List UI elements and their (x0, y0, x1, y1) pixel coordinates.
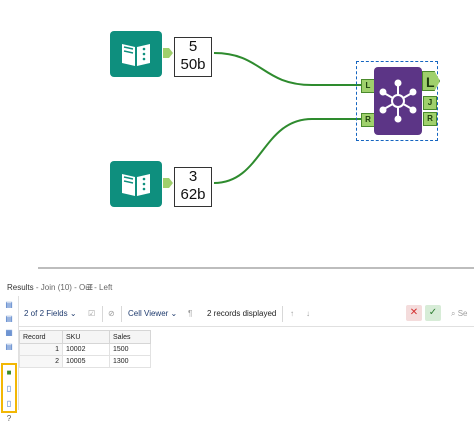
input2-size: 62b (180, 186, 206, 203)
check-icon[interactable]: ✓ (425, 305, 441, 321)
wire-input1-to-join-left (213, 52, 363, 86)
cell-sales[interactable]: 1500 (109, 343, 151, 356)
input1-record-badge: 5 50b (174, 37, 212, 77)
cell-record[interactable]: 1 (19, 343, 63, 356)
column-header-sales[interactable]: Sales (109, 330, 151, 344)
input-tool-2[interactable] (110, 161, 162, 207)
search-field[interactable]: ⌕ Se (451, 309, 468, 319)
results-context: - Join (10) - Out - Left (35, 283, 113, 292)
close-icon[interactable]: ✕ (406, 305, 422, 321)
pilcrow-icon[interactable]: ¶ (188, 309, 193, 318)
table-row[interactable]: 2 10005 1300 (19, 355, 151, 368)
output-left-anchor-icon[interactable]: ■ (6, 368, 12, 377)
join-selection-box (356, 61, 438, 141)
output-right-anchor-icon[interactable]: ▯ (6, 399, 12, 408)
results-header: Results - Join (10) - Out - Left (7, 283, 112, 292)
fields-dropdown-label: 2 of 2 Fields (24, 309, 68, 318)
list-view-icon[interactable]: ▤ (5, 314, 13, 323)
join-left-output-anchor[interactable]: L (422, 71, 440, 91)
connection-wires (213, 52, 363, 184)
results-header-icons: ☰ (86, 283, 93, 292)
join-right-output-anchor[interactable]: R (423, 112, 437, 126)
book-input-icon (122, 44, 150, 66)
cell-sku[interactable]: 10002 (62, 343, 110, 356)
input2-record-count: 3 (188, 168, 198, 185)
rail-divider (18, 296, 19, 410)
panel-splitter[interactable] (38, 267, 474, 269)
cell-record[interactable]: 2 (19, 355, 63, 368)
results-grid: Record SKU Sales 1 10002 1500 2 10005 13… (19, 330, 151, 368)
toolbar-separator (121, 306, 122, 322)
fields-dropdown[interactable]: 2 of 2 Fields ⌄ (24, 309, 77, 318)
clear-filter-icon[interactable]: ⊘ (108, 309, 115, 318)
join-tool[interactable] (374, 67, 422, 135)
records-displayed: 2 records displayed (207, 309, 277, 318)
cell-sales[interactable]: 1300 (109, 355, 151, 368)
chevron-down-icon: ⌄ (170, 309, 178, 318)
help-icon[interactable]: ? (6, 414, 12, 423)
join-join-output-anchor[interactable]: J (423, 96, 437, 110)
input1-size: 50b (180, 56, 206, 73)
workflow-canvas[interactable]: 5 50b 3 62b L R (0, 0, 474, 262)
checkbox-icon[interactable]: ☑ (88, 309, 96, 318)
join-hub-icon (379, 79, 417, 123)
column-header-sku[interactable]: SKU (62, 330, 110, 344)
results-title: Results (7, 283, 34, 292)
menu-icon[interactable]: ☰ (86, 283, 94, 292)
toolbar-separator (282, 306, 283, 322)
input1-output-anchor[interactable] (163, 48, 173, 58)
input1-record-count: 5 (188, 38, 198, 55)
join-left-input-anchor[interactable]: L (361, 79, 375, 93)
cell-viewer-label: Cell Viewer (128, 309, 169, 318)
column-header-record[interactable]: Record (19, 330, 63, 344)
join-right-input-anchor[interactable]: R (361, 113, 375, 127)
input2-record-badge: 3 62b (174, 167, 212, 207)
cell-sku[interactable]: 10005 (62, 355, 110, 368)
grid-header-row: Record SKU Sales (19, 330, 151, 344)
metadata-icon[interactable]: ▤ (5, 300, 13, 309)
chevron-down-icon: ⌄ (69, 309, 77, 318)
input2-output-anchor[interactable] (163, 178, 173, 188)
results-side-rail: ▤ ▤ ▦ ▤ ■ ▯ ▯ ? (0, 296, 18, 423)
search-icon: ⌕ (451, 309, 458, 318)
table-row[interactable]: 1 10002 1500 (19, 343, 151, 356)
arrow-down-icon[interactable]: ↓ (306, 309, 310, 318)
toolbar-separator (102, 306, 103, 322)
output-join-anchor-icon[interactable]: ▯ (6, 384, 12, 393)
arrow-up-icon[interactable]: ↑ (290, 309, 294, 318)
book-input-icon (122, 174, 150, 196)
messages-icon[interactable]: ▤ (5, 342, 13, 351)
search-label: Se (457, 309, 468, 318)
results-panel: Results - Join (10) - Out - Left ☰ ▤ ▤ ▦… (0, 280, 474, 423)
cell-viewer-dropdown[interactable]: Cell Viewer ⌄ (128, 309, 177, 318)
wire-input2-to-join-right (213, 118, 363, 184)
results-toolbar: 2 of 2 Fields ⌄ ☑ ⊘ Cell Viewer ⌄ ¶ 2 re… (18, 300, 474, 327)
input-tool-1[interactable] (110, 31, 162, 77)
profile-icon[interactable]: ▦ (5, 328, 13, 337)
